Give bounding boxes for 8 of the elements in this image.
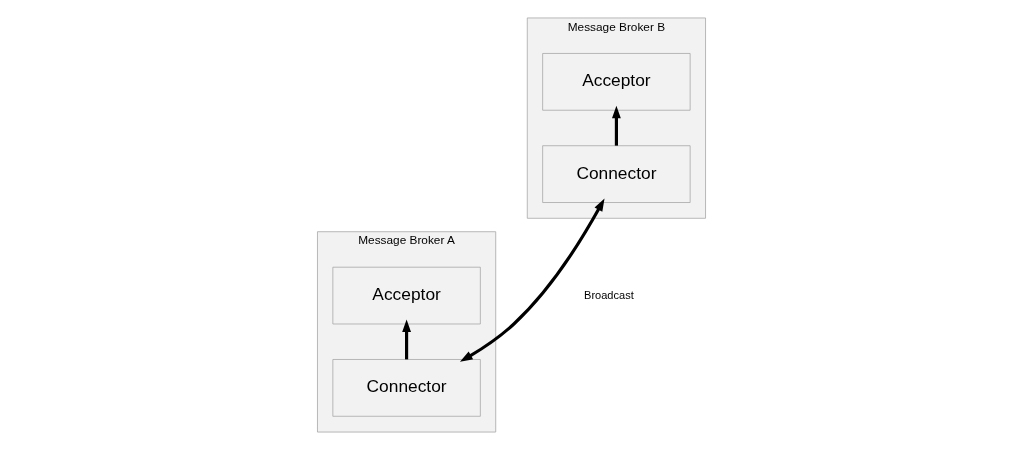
arrow: [611, 105, 621, 146]
edge-label: Broadcast: [583, 288, 634, 301]
node-box: Acceptor: [541, 53, 691, 111]
node-box: Connector: [541, 145, 691, 203]
arrow: [401, 319, 411, 360]
node-box: Connector: [331, 359, 481, 417]
node-box: Acceptor: [331, 266, 481, 325]
arrow: [459, 198, 605, 362]
